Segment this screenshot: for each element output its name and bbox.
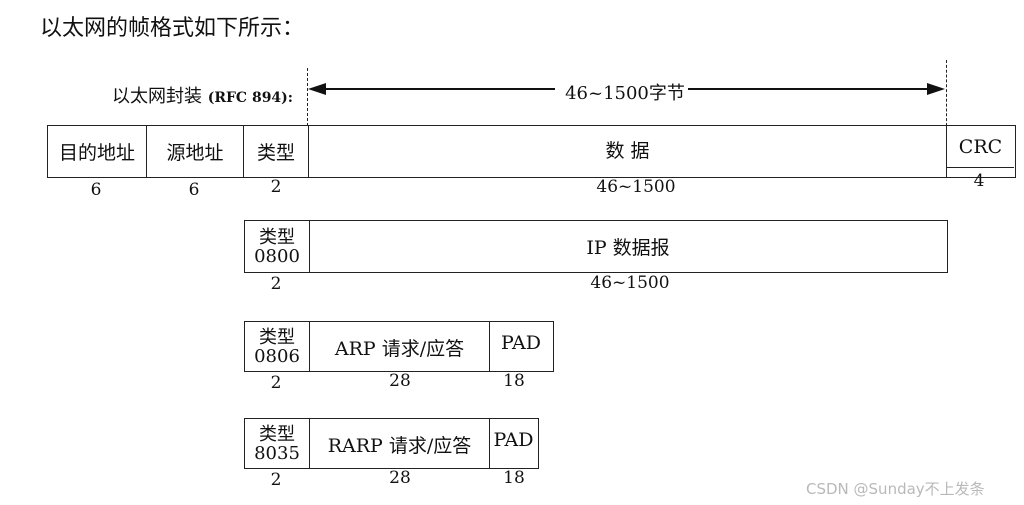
rarp-size-pad: 18 bbox=[503, 468, 525, 488]
field-type: 类型 bbox=[244, 126, 309, 177]
ip-type-code: 0800 bbox=[254, 245, 300, 267]
rarp-type-field: 类型 8035 bbox=[245, 419, 310, 468]
arp-body: ARP 请求/应答 bbox=[310, 322, 490, 371]
encap-label: 以太网封装 (RFC 894): bbox=[112, 82, 293, 108]
arp-size-type: 2 bbox=[270, 373, 282, 393]
size-dest-addr: 6 bbox=[90, 180, 102, 200]
arp-pad: PAD bbox=[501, 332, 541, 354]
field-crc: CRC bbox=[947, 126, 1014, 168]
encap-ref: (RFC 894): bbox=[207, 90, 293, 106]
ip-size-type: 2 bbox=[270, 274, 282, 294]
field-src-addr: 源地址 bbox=[147, 126, 244, 177]
arrow-right-head bbox=[927, 83, 945, 95]
watermark: CSDN @Sunday不上发条 bbox=[806, 480, 985, 498]
ip-frame: 类型 0800 IP 数据报 bbox=[244, 220, 948, 273]
field-dest-addr: 目的地址 bbox=[48, 126, 147, 177]
size-type: 2 bbox=[270, 177, 282, 197]
rarp-frame: 类型 8035 RARP 请求/应答 PAD bbox=[244, 418, 539, 469]
rarp-size-type: 2 bbox=[270, 470, 282, 490]
arp-frame: 类型 0806 ARP 请求/应答 PAD bbox=[244, 321, 554, 372]
arrow-left-head bbox=[308, 83, 326, 95]
data-end-dashed-line bbox=[946, 60, 947, 126]
rarp-size-body: 28 bbox=[389, 468, 411, 488]
rarp-pad: PAD bbox=[493, 429, 534, 451]
arp-type-code: 0806 bbox=[254, 345, 300, 367]
ip-size-body: 46~1500 bbox=[590, 273, 670, 293]
ip-type-label: 类型 bbox=[259, 226, 295, 248]
arp-size-pad: 18 bbox=[503, 371, 525, 391]
arp-type-label: 类型 bbox=[259, 326, 295, 348]
size-src-addr: 6 bbox=[188, 180, 200, 200]
rarp-type-code: 8035 bbox=[254, 442, 300, 464]
span-label: 46~1500字节 bbox=[565, 83, 685, 104]
size-crc: 4 bbox=[973, 171, 985, 191]
rarp-type-label: 类型 bbox=[259, 423, 295, 445]
size-data: 46~1500 bbox=[596, 177, 676, 197]
ethernet-frame: 目的地址 源地址 类型 数 据 CRC bbox=[47, 125, 1016, 178]
arp-size-body: 28 bbox=[389, 371, 411, 391]
data-start-dashed-line bbox=[307, 68, 308, 126]
ip-body: IP 数据报 bbox=[586, 237, 670, 259]
span-arrow bbox=[308, 83, 945, 95]
arp-type-field: 类型 0806 bbox=[245, 322, 310, 371]
field-data: 数 据 bbox=[309, 126, 947, 177]
ip-type-field: 类型 0800 bbox=[245, 221, 310, 272]
page-heading: 以太网的帧格式如下所示： bbox=[40, 16, 305, 41]
rarp-body: RARP 请求/应答 bbox=[310, 419, 490, 468]
encap-label-text: 以太网封装 bbox=[112, 86, 202, 107]
